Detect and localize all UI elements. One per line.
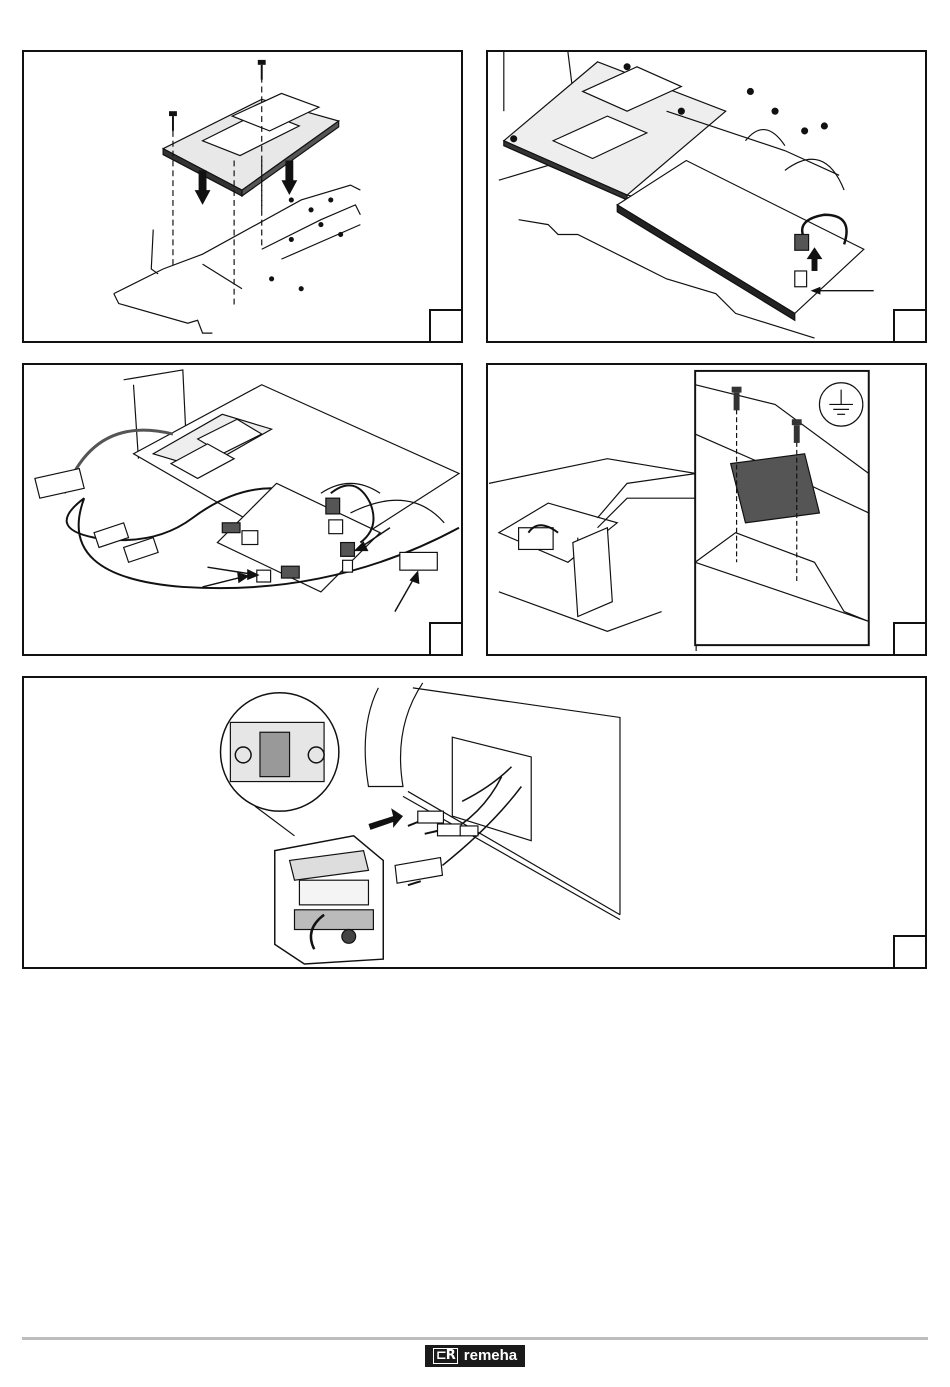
figure-4-earth-strip bbox=[486, 363, 927, 656]
figure-5-control-unit bbox=[22, 676, 927, 969]
figure-2-drawing bbox=[488, 52, 925, 341]
figure-5-drawing bbox=[24, 678, 925, 967]
logo-mark-icon: ⊏R bbox=[433, 1348, 458, 1364]
figure-1-drawing bbox=[24, 52, 461, 341]
step-number-box bbox=[893, 309, 925, 341]
figure-3-drawing bbox=[24, 365, 461, 654]
figure-4-drawing bbox=[488, 365, 925, 654]
step-number-box bbox=[893, 935, 925, 967]
logo-brand-text: remeha bbox=[464, 1348, 517, 1364]
remeha-logo: ⊏R remeha bbox=[425, 1345, 525, 1367]
figure-1-mount-board bbox=[22, 50, 463, 343]
step-number-box bbox=[893, 622, 925, 654]
footer-divider bbox=[22, 1337, 928, 1340]
step-number-box bbox=[429, 309, 461, 341]
figure-3-wiring bbox=[22, 363, 463, 656]
figure-2-connector bbox=[486, 50, 927, 343]
step-number-box bbox=[429, 622, 461, 654]
